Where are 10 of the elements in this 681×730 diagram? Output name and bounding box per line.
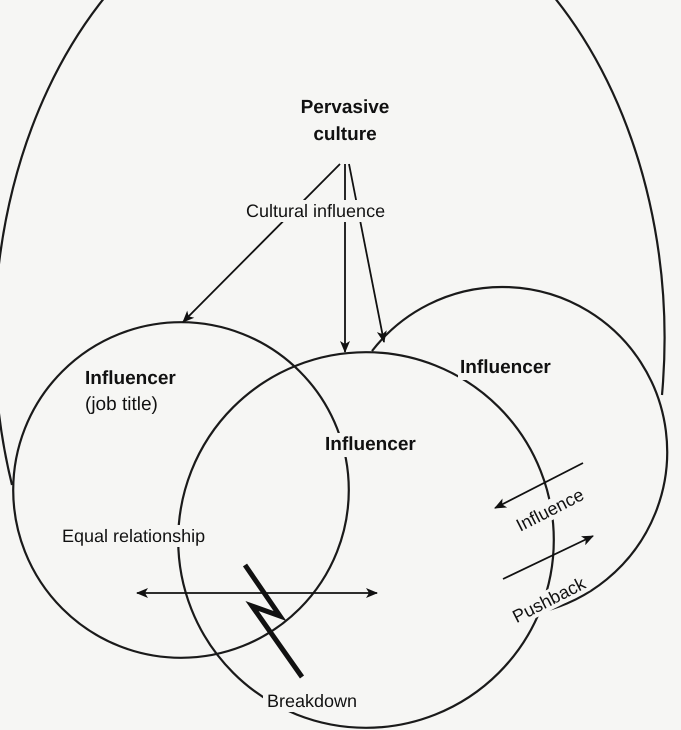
arrow	[502, 535, 594, 580]
node-title: Influencer	[458, 356, 553, 380]
boundary-arc	[0, 0, 666, 486]
arrow	[136, 588, 378, 598]
arrow	[494, 462, 584, 509]
arrow	[348, 164, 387, 343]
node-title: Pervasive culture	[285, 94, 405, 148]
node-title: Influencer	[323, 433, 418, 457]
node-subtitle: (job title)	[83, 393, 160, 417]
arrow	[340, 164, 350, 353]
